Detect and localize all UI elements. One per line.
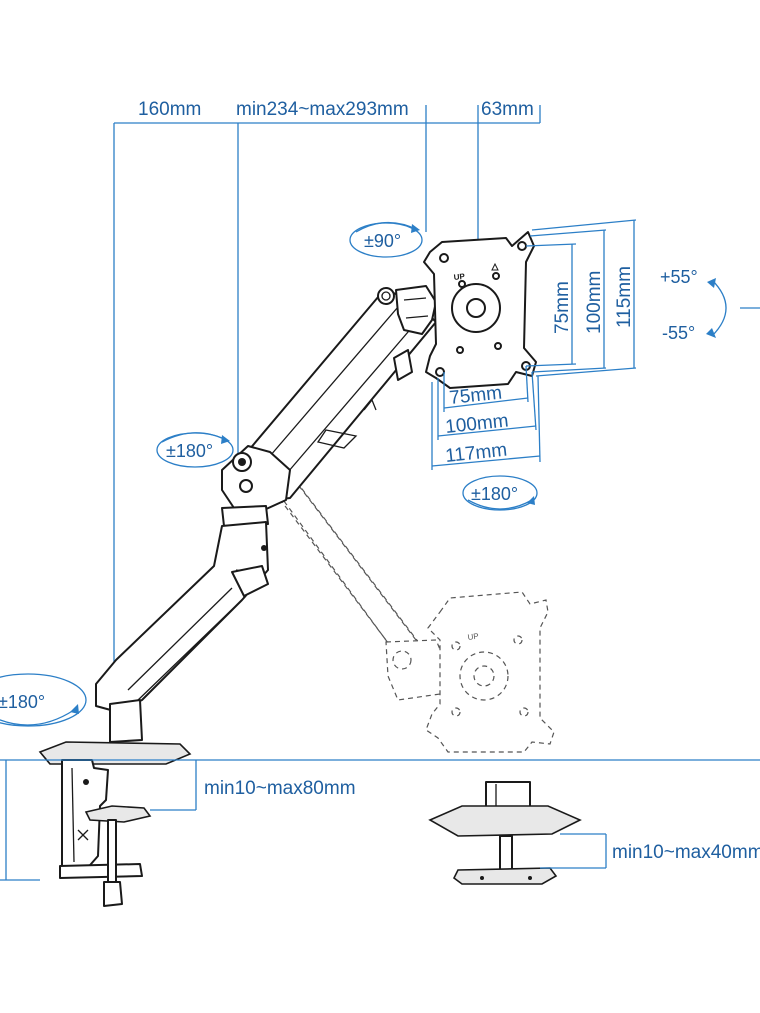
clamp-thickness-label: min10~max80mm (204, 778, 356, 799)
vesa-horizontal-dims (431, 365, 541, 470)
tilt-indicator: +55° -55° (660, 267, 760, 343)
ghost-plate-up-label: UP (467, 632, 479, 642)
vesa-v-115-label: 115mm (614, 266, 635, 328)
grommet-dims (540, 833, 607, 869)
vesa-v-100-label: 100mm (584, 271, 605, 334)
elbow-joint (221, 445, 291, 527)
head-swivel-label: ±90° (364, 231, 401, 251)
arm-reach-label: min234~max293mm (236, 99, 409, 120)
base-rotation-badge: ±180° (0, 673, 87, 727)
vesa-vertical-dims (525, 219, 637, 377)
vesa-plate: UP (423, 231, 537, 389)
plate-up-label: UP (453, 272, 466, 282)
base-rotation-label: ±180° (0, 692, 45, 712)
tilt-head (395, 285, 437, 335)
vesa-v-75-label: 75mm (552, 281, 573, 334)
lower-arm (95, 521, 269, 743)
base-offset-label: 160mm (138, 99, 201, 120)
main-arm (231, 287, 437, 503)
top-dimension-lines (113, 105, 541, 668)
elbow-rotation-badge: ±180° (156, 432, 234, 468)
head-swivel-badge: ±90° (349, 221, 423, 258)
vesa-h-100-label: 100mm (444, 410, 509, 438)
ghost-arm (247, 444, 449, 701)
screen-rotation-label: ±180° (471, 484, 518, 504)
vesa-h-117-label: 117mm (444, 440, 508, 467)
tilt-down-label: -55° (662, 323, 695, 343)
grommet-mount (428, 781, 582, 885)
screen-rotation-badge: ±180° (462, 475, 538, 511)
head-offset-label: 63mm (481, 99, 534, 120)
arm-pivot-bolt (377, 287, 395, 305)
grommet-thickness-label: min10~max40mm (612, 842, 760, 863)
tilt-up-label: +55° (660, 267, 698, 287)
ghost-vesa-plate: UP (425, 591, 555, 753)
clamp-dims (0, 759, 760, 881)
desk-clamp (38, 741, 192, 907)
elbow-rotation-label: ±180° (166, 441, 213, 461)
vesa-h-75-label: 75mm (448, 383, 503, 409)
